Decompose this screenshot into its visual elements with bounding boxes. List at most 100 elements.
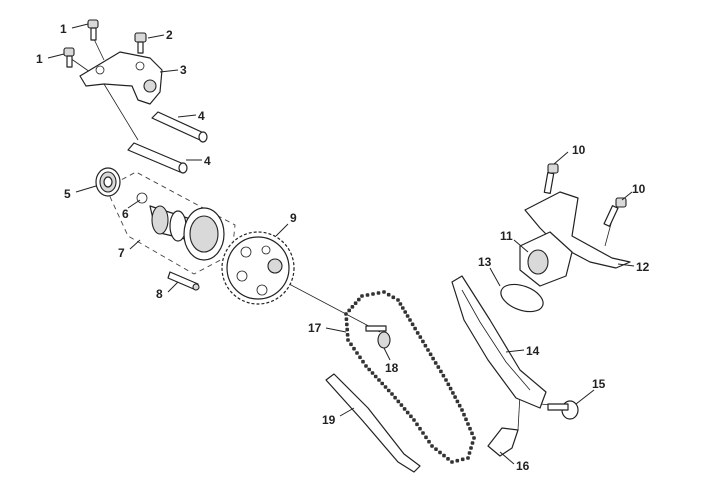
chain-link (393, 395, 397, 400)
chain-link (446, 457, 450, 461)
chain-link (453, 395, 457, 399)
chain-link (423, 343, 428, 348)
chain-link (450, 460, 454, 464)
tensioner-part-11 (519, 231, 573, 287)
bracket-part-3 (79, 51, 163, 105)
chain-link (377, 378, 381, 382)
chain-link (427, 439, 431, 444)
chain-link (470, 441, 475, 445)
callout-19: 19 (322, 413, 336, 427)
chain-link (380, 381, 384, 386)
chain-link (428, 352, 433, 357)
chain-link (412, 418, 416, 422)
chain-link (470, 431, 474, 436)
callout-6: 6 (122, 207, 129, 221)
callout-7: 7 (118, 246, 125, 260)
chain-link (424, 435, 428, 440)
callout-4a: 4 (198, 109, 205, 123)
chain-link (383, 385, 388, 389)
chain-link (345, 327, 349, 332)
pin-part-8 (167, 271, 200, 291)
chain-link (464, 417, 468, 422)
chain-link (472, 436, 476, 440)
callout-1b: 1 (36, 52, 43, 66)
chain-link (405, 314, 410, 318)
chain-link (434, 447, 438, 451)
chain-link (403, 310, 407, 314)
callout-10a: 10 (572, 143, 586, 157)
chain-link (408, 318, 412, 322)
chain-link (361, 359, 365, 364)
chain-link (386, 388, 391, 393)
timing-chain-part-17 (344, 290, 476, 464)
guide-rail-part-19 (325, 373, 421, 473)
chain-link (418, 426, 422, 431)
pin-part-4a (151, 111, 208, 143)
callouts: 1 1 2 3 4 4 5 6 7 8 9 10 10 11 12 13 14 (36, 22, 650, 473)
chain-link (460, 408, 464, 412)
chain-link (371, 292, 375, 296)
chain-link (358, 355, 362, 360)
chain-link (466, 422, 470, 426)
chain-link (409, 414, 413, 419)
bearing-part-5 (95, 167, 121, 197)
chain-link (382, 290, 386, 294)
chain-link (439, 369, 443, 374)
callout-16: 16 (516, 459, 530, 473)
chain-link (344, 317, 349, 321)
chain-link (430, 444, 434, 448)
chain-link (413, 326, 417, 331)
chain-link (352, 346, 356, 351)
chain-link (444, 378, 448, 382)
callout-12: 12 (636, 260, 650, 274)
chain-link (345, 322, 349, 327)
bolt-part-1b (63, 47, 75, 68)
chain-link (367, 367, 371, 372)
bolt-part-1a (87, 19, 99, 41)
chain-link (365, 293, 370, 297)
chain-link (370, 371, 375, 375)
chain-link (448, 386, 453, 391)
chain-link (399, 403, 404, 407)
chain-link (410, 322, 415, 327)
callout-2: 2 (166, 28, 173, 42)
callout-11: 11 (500, 229, 513, 243)
callout-15: 15 (592, 377, 606, 391)
chain-link (418, 335, 423, 339)
gasket-part-13 (500, 283, 544, 313)
chain-link (405, 410, 410, 415)
chain-link (446, 382, 451, 387)
chain-link (346, 338, 350, 342)
callout-13: 13 (478, 255, 492, 269)
chain-link (457, 403, 462, 408)
chain-link (451, 391, 455, 395)
chain-link (468, 426, 472, 431)
callout-5: 5 (64, 187, 71, 201)
chain-link (438, 450, 442, 455)
bolt-part-15 (547, 400, 579, 420)
chain-link (350, 305, 355, 309)
chain-link (426, 348, 430, 352)
callout-8: 8 (156, 287, 163, 301)
chain-link (433, 361, 438, 365)
chain-link (441, 373, 446, 378)
chain-link (431, 356, 435, 361)
callout-3: 3 (180, 63, 187, 77)
chain-link (398, 302, 403, 306)
chain-link (357, 297, 361, 302)
bolt-part-2 (134, 32, 147, 54)
tensioner-rail-part-14 (451, 275, 547, 409)
chain-link (462, 412, 466, 417)
chain-link (455, 399, 460, 404)
chain-link (364, 364, 368, 368)
chain-link (467, 451, 472, 455)
chain-link (396, 399, 401, 404)
chain-link (415, 422, 419, 427)
chain-link (415, 331, 420, 335)
chain-link (455, 458, 460, 463)
chain-link (353, 301, 358, 305)
callout-1a: 1 (60, 22, 67, 36)
chain-link (345, 333, 350, 337)
bolt-part-10b (603, 197, 627, 227)
camshaft-part-7 (149, 205, 225, 261)
